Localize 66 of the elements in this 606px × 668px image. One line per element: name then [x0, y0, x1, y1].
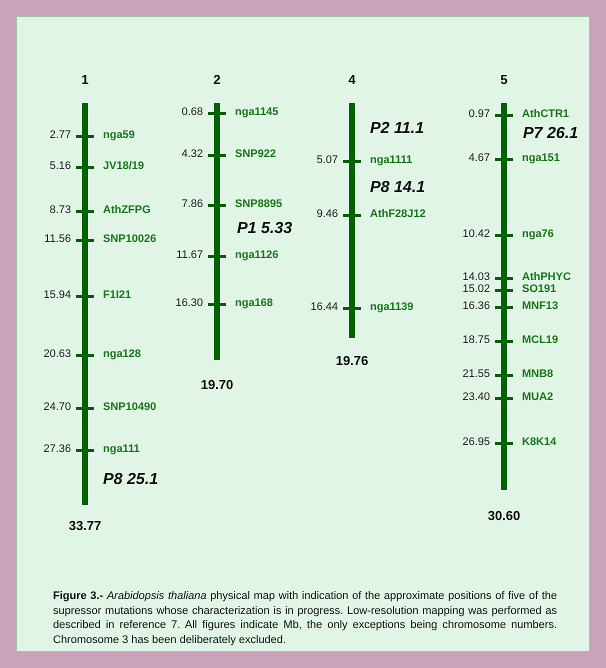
marker-name: AthZFPG [103, 204, 151, 216]
position-value: 26.95 [462, 436, 490, 448]
marker-name: F1I21 [103, 289, 132, 301]
marker-name: nga59 [103, 129, 135, 141]
position-value: 0.97 [468, 108, 490, 120]
position-value: 24.70 [43, 401, 71, 413]
mutation-label: P7 26.1 [523, 125, 578, 143]
position-value: 5.16 [50, 160, 71, 172]
marker-name: MNB8 [522, 368, 554, 380]
mutation-label: P2 11.1 [370, 120, 424, 138]
position-value: 5.07 [316, 154, 338, 166]
marker-name: nga128 [103, 348, 141, 360]
marker-name: SNP10026 [103, 233, 156, 245]
position-value: 0.68 [182, 106, 203, 118]
chromosome-number: 5 [499, 72, 509, 87]
chromosome-length: 19.76 [334, 353, 370, 368]
position-value: 23.40 [462, 391, 490, 403]
marker-name: K8K14 [522, 436, 556, 448]
position-value: 15.94 [43, 289, 71, 301]
position-value: 9.46 [316, 208, 338, 220]
marker-name: nga76 [522, 228, 554, 240]
chromosome-length: 30.60 [486, 508, 522, 523]
marker-name: SNP922 [235, 148, 276, 160]
position-value: 4.67 [468, 152, 490, 164]
marker-name: MUA2 [522, 391, 554, 403]
position-value: 4.32 [182, 148, 203, 160]
position-value: 18.75 [462, 334, 490, 346]
mutation-label: P1 5.33 [237, 220, 292, 238]
position-value: 11.67 [176, 249, 203, 261]
mutation-label: P8 14.1 [370, 179, 426, 197]
chromosome-number: 4 [347, 72, 357, 87]
marker-name: SNP10490 [103, 401, 156, 413]
position-value: 10.42 [462, 228, 490, 240]
mutation-label: P8 25.1 [103, 471, 158, 489]
marker-name: JV18/19 [103, 160, 144, 172]
marker-name: SNP8895 [235, 198, 282, 210]
position-value: 27.36 [43, 443, 71, 455]
position-value: 11.56 [44, 233, 71, 245]
marker-name: MNF13 [522, 300, 558, 312]
position-value: 2.77 [50, 129, 71, 141]
marker-name: nga1145 [235, 106, 278, 118]
marker-name: nga168 [235, 297, 273, 309]
figure-caption: Figure 3.- Arabidopsis thaliana physical map with indication of the approximate positions of five of the supressor mutations whose characterization is in progress. Low-resolution mapping was performed as described in reference 7. All figures indicate Mb, the only exceptions being chromosome numbers. Chromosome 3 has been deliberately excluded. [53, 589, 557, 647]
marker-name: SO191 [522, 283, 556, 295]
marker-name: nga151 [522, 152, 560, 164]
chromosome-length: 19.70 [200, 377, 234, 392]
marker-name: nga1111 [370, 154, 412, 166]
marker-name: MCL19 [522, 334, 558, 346]
marker-name: AthPHYC [522, 271, 571, 283]
position-value: 16.30 [175, 297, 203, 309]
marker-name: AthF28J12 [370, 208, 426, 220]
position-value: 15.02 [462, 283, 490, 295]
position-value: 21.55 [462, 368, 490, 380]
chromosome-number: 1 [80, 72, 90, 87]
position-value: 14.03 [462, 271, 490, 283]
chromosome-length: 33.77 [68, 518, 102, 533]
marker-name: nga111 [103, 443, 140, 455]
position-value: 20.63 [43, 348, 71, 360]
marker-name: AthCTR1 [522, 108, 570, 120]
position-value: 16.44 [310, 301, 338, 313]
marker-name: nga1139 [370, 301, 414, 313]
marker-name: nga1126 [235, 249, 278, 261]
position-value: 8.73 [50, 204, 71, 216]
position-value: 16.36 [462, 300, 490, 312]
chromosome-number: 2 [212, 72, 222, 87]
position-value: 7.86 [182, 198, 203, 210]
